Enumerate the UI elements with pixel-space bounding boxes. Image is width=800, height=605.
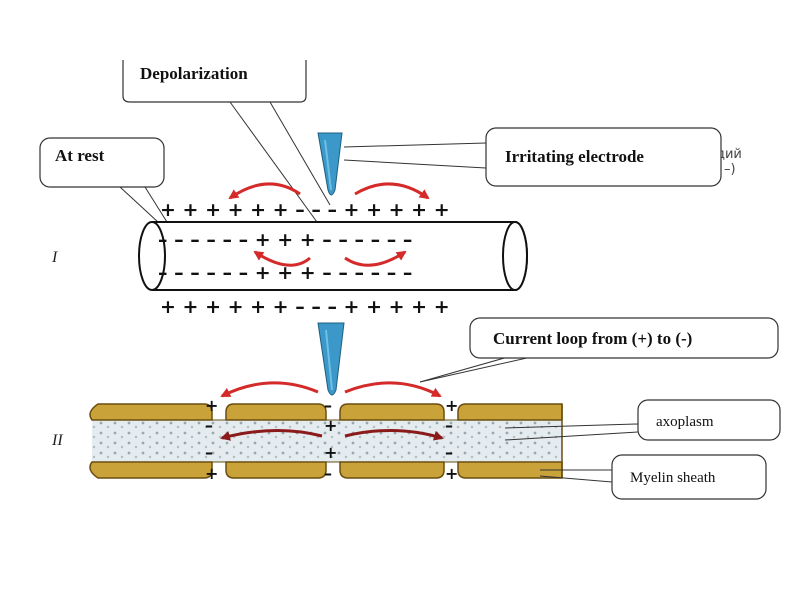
node3-inner-top-sign: – bbox=[445, 416, 453, 435]
axoplasm-core bbox=[92, 420, 562, 462]
fiber1-outer-top-signs: + + + + + + – – – + + + + + bbox=[160, 199, 450, 221]
myelin-segment-bottom-3 bbox=[339, 461, 445, 479]
myelin-sheath-callout: Myelin sheath bbox=[539, 454, 767, 500]
fiber2-outer-current-arrows bbox=[220, 381, 442, 398]
node2-inner-top-sign: + bbox=[324, 416, 337, 435]
depolarization-label: Depolarization bbox=[140, 64, 248, 83]
fiber1-inner-bottom-signs: – – – – – – + + + – – – – – – bbox=[158, 262, 412, 284]
unmyelinated-fiber bbox=[138, 221, 528, 291]
node2-outer-top-sign: – bbox=[324, 396, 332, 415]
myelinated-fiber bbox=[89, 403, 563, 479]
at-rest-callout: At rest bbox=[39, 137, 173, 236]
fiber1-inner-top-signs: – – – – – – + + + – – – – – – bbox=[158, 229, 412, 251]
fiber1-inner-current-arrows bbox=[253, 250, 407, 267]
node3-inner-bottom-sign: – bbox=[445, 443, 453, 462]
node2-inner-bottom-sign: + bbox=[324, 443, 337, 462]
fiber2-inner-current-arrows bbox=[220, 428, 444, 441]
current-loop-label: Current loop from (+) to (-) bbox=[493, 329, 692, 348]
depolarization-callout: Depolarization bbox=[122, 60, 331, 241]
myelin-segment-top-3 bbox=[339, 403, 445, 421]
node3-outer-top-sign: + bbox=[445, 396, 458, 415]
at-rest-label: At rest bbox=[55, 146, 105, 165]
axoplasm-label: axoplasm bbox=[656, 414, 714, 430]
node1-outer-bottom-sign: + bbox=[205, 464, 218, 483]
node3-outer-bottom-sign: + bbox=[445, 464, 458, 483]
node1-inner-top-sign: – bbox=[205, 416, 213, 435]
partial-text-top: дий bbox=[716, 147, 742, 162]
irritating-electrode-callout: Irritating electrode bbox=[343, 127, 722, 187]
myelin-segment-bottom-1 bbox=[89, 461, 213, 479]
fiber2-node-signs: + – – + – + + – + – – + bbox=[205, 396, 458, 483]
panel-one-label: I bbox=[51, 249, 58, 266]
current-loop-callout: Current loop from (+) to (-) bbox=[419, 317, 779, 383]
electrode-icon bbox=[317, 132, 343, 196]
myelin-segment-top-1 bbox=[89, 403, 213, 421]
fiber1-outer-bottom-signs: + + + + + + – – – + + + + + bbox=[160, 296, 450, 318]
panel-two-label: II bbox=[51, 432, 63, 449]
irritating-electrode-label: Irritating electrode bbox=[505, 147, 644, 166]
fiber1-outer-current-arrows bbox=[228, 182, 430, 200]
electrode-icon-2 bbox=[317, 322, 345, 396]
myelin-segment-bottom-4 bbox=[457, 461, 563, 479]
myelin-sheath-label: Myelin sheath bbox=[630, 470, 716, 486]
myelin-segment-bottom-2 bbox=[225, 461, 327, 479]
node1-inner-bottom-sign: – bbox=[205, 443, 213, 462]
node1-outer-top-sign: + bbox=[205, 396, 218, 415]
myelin-segment-top-4 bbox=[457, 403, 563, 421]
node2-outer-bottom-sign: – bbox=[324, 464, 332, 483]
axoplasm-callout: axoplasm bbox=[504, 399, 781, 441]
partial-text-bottom: –) bbox=[724, 162, 736, 177]
myelin-segment-top-2 bbox=[225, 403, 327, 421]
